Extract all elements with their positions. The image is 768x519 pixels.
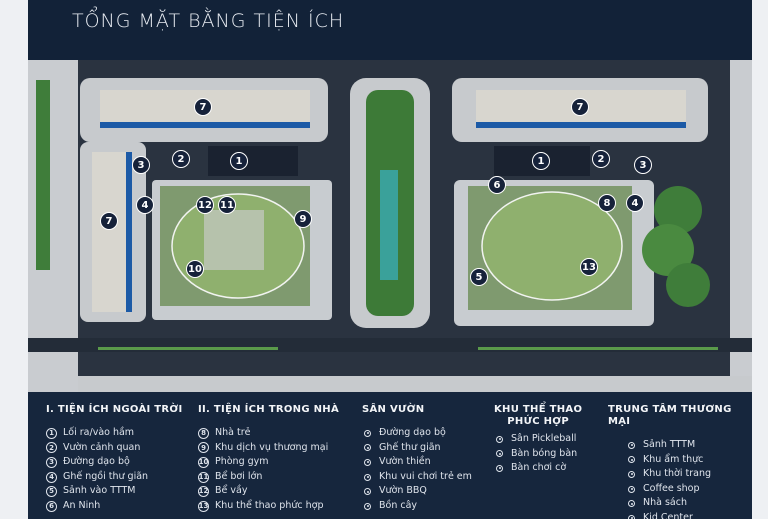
tree-cluster [666, 263, 710, 307]
bottom-sidewalk [78, 376, 752, 392]
map-marker[interactable]: 7 [100, 212, 118, 230]
right-sidewalk [730, 60, 752, 392]
legend-item: Ghế thư giãn [362, 441, 472, 456]
map-marker[interactable]: 11 [218, 196, 236, 214]
legend-garden: SÂN VƯỜN Đường dạo bộ Ghế thư giãn Vườn … [362, 404, 472, 514]
lower-median-trees [98, 347, 278, 350]
legend-item: Khu ẩm thực [626, 453, 752, 468]
map-marker[interactable]: 9 [294, 210, 312, 228]
legend-item: Bồn cây [362, 499, 472, 514]
map-marker[interactable]: 3 [634, 156, 652, 174]
central-water-feature [380, 170, 398, 280]
legend-item: Bàn bóng bàn [494, 447, 582, 462]
left-pool-deck [204, 210, 264, 270]
legend-heading: II. TIỆN ÍCH TRONG NHÀ [198, 404, 340, 415]
map-marker[interactable]: 2 [592, 150, 610, 168]
right-top-awnings [476, 122, 686, 128]
map-marker[interactable]: 13 [580, 258, 598, 276]
site-plan-drawing [28, 60, 752, 392]
map-marker[interactable]: 7 [571, 98, 589, 116]
map-marker[interactable]: 4 [136, 196, 154, 214]
map-marker[interactable]: 7 [194, 98, 212, 116]
page-title: TỔNG MẶT BẰNG TIỆN ÍCH [72, 10, 345, 32]
legend-item: Khu vui chơi trẻ em [362, 470, 472, 485]
tree-cluster [654, 186, 702, 234]
left-tower-entrance [208, 146, 298, 176]
legend-heading: KHU THỂ THAO PHỨC HỢP [494, 404, 583, 427]
legend-heading: I. TIỆN ÍCH NGOÀI TRỜI [46, 404, 183, 415]
legend-item: Sảnh TTTM [626, 438, 752, 453]
map-marker[interactable]: 6 [488, 176, 506, 194]
lower-median-trees [478, 347, 718, 350]
map-marker[interactable]: 1 [230, 152, 248, 170]
legend-item: Đường dạo bộ [362, 426, 472, 441]
left-top-awnings [100, 122, 310, 128]
masterplan-poster: TỔNG MẶT BẰNG TIỆN ÍCH [28, 0, 752, 519]
tree-cluster [642, 224, 694, 276]
legend-item: Coffee shop [626, 482, 752, 497]
legend-mall: TRUNG TÂM THƯƠNG MẠI Sảnh TTTM Khu ẩm th… [608, 404, 752, 519]
legend-item: Vườn thiền [362, 455, 472, 470]
legend-item: Vườn BBQ [362, 484, 472, 499]
left-tree-strip [36, 80, 50, 270]
legend-item: Sân Pickleball [494, 432, 582, 447]
legend-item: Khu thời trang [626, 467, 752, 482]
legend-sports: KHU THỂ THAO PHỨC HỢP Sân Pickleball Bàn… [494, 404, 582, 476]
map-marker[interactable]: 1 [532, 152, 550, 170]
map-marker[interactable]: 3 [132, 156, 150, 174]
legend-item: Kid Center [626, 511, 752, 519]
legend-item: Nhà sách [626, 496, 752, 511]
map-marker[interactable]: 2 [172, 150, 190, 168]
map-marker[interactable]: 4 [626, 194, 644, 212]
map-marker[interactable]: 10 [186, 260, 204, 278]
legend-heading: TRUNG TÂM THƯƠNG MẠI [608, 404, 732, 427]
left-side-shophouses [92, 152, 128, 312]
legend-item: Bàn chơi cờ [494, 461, 582, 476]
map-marker[interactable]: 8 [598, 194, 616, 212]
site-plan: 7 2 1 3 4 12 11 9 10 7 7 1 2 3 6 8 4 5 1… [28, 60, 752, 392]
left-side-awnings [126, 152, 132, 312]
map-marker[interactable]: 5 [470, 268, 488, 286]
map-marker[interactable]: 12 [196, 196, 214, 214]
legend-heading: SÂN VƯỜN [362, 404, 425, 415]
